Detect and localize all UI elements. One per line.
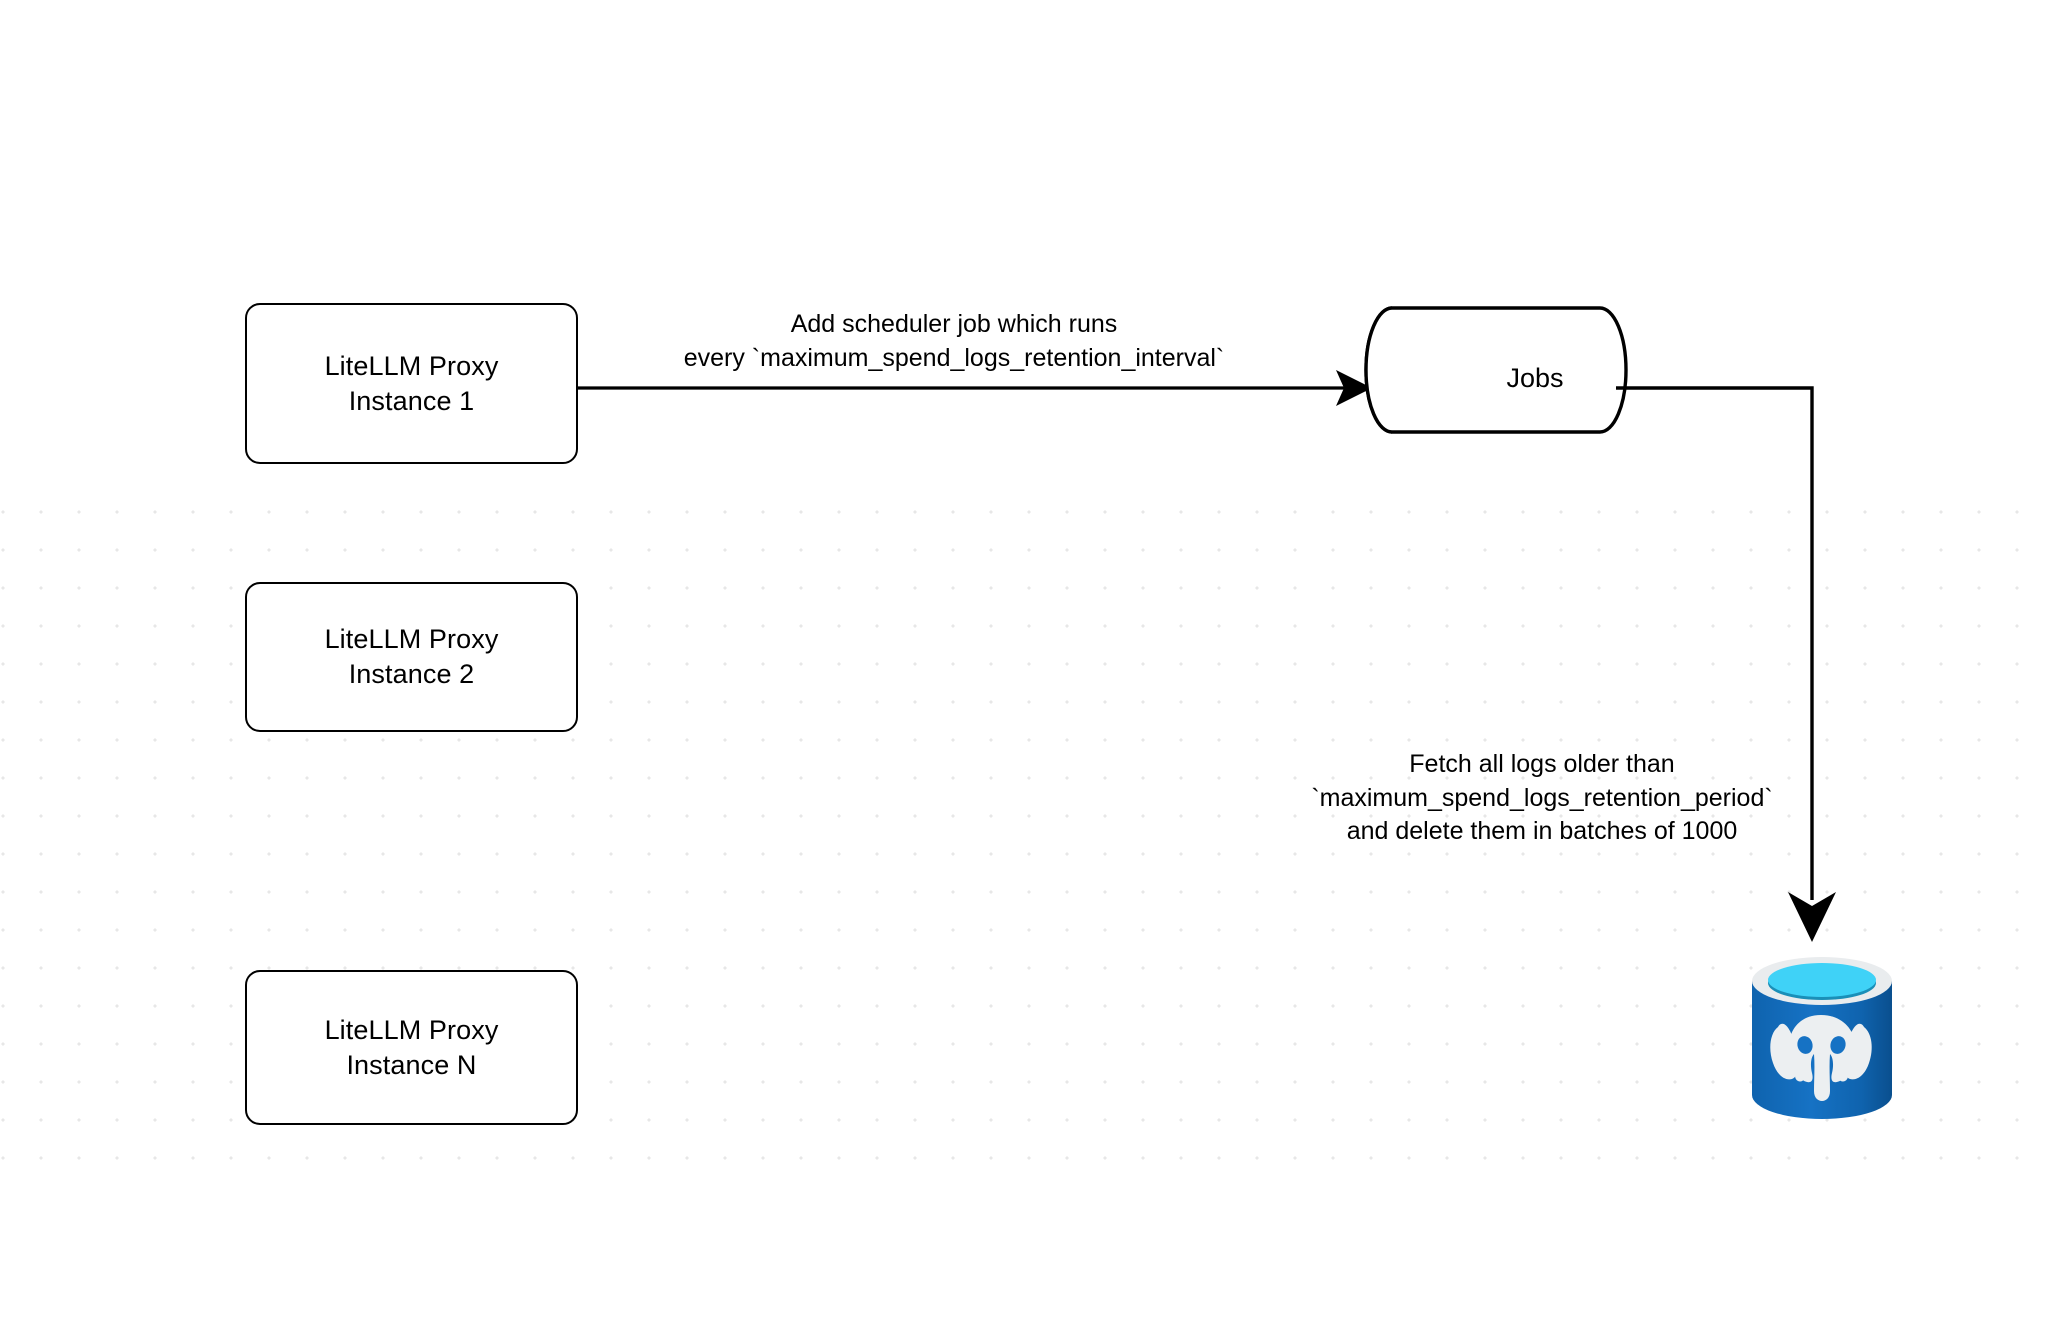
node-litellm-proxy-instance-1[interactable]: LiteLLM Proxy Instance 1 — [245, 303, 578, 464]
edge-label-line3: and delete them in batches of 1000 — [1346, 817, 1738, 845]
node-label-line1: LiteLLM Proxy — [324, 350, 499, 381]
db-top-surface — [1768, 963, 1876, 997]
node-label-line2: Instance 1 — [348, 385, 475, 416]
node-label-line1: LiteLLM Proxy — [324, 1014, 499, 1045]
postgresql-database-icon — [1752, 957, 1892, 1119]
node-label-line2: Instance 2 — [348, 659, 475, 689]
edge-label-line1: Fetch all logs older than — [1409, 750, 1675, 778]
edge-jobs-to-postgres — [1616, 386, 1836, 942]
node-litellm-proxy-instance-2[interactable]: LiteLLM Proxy Instance 2 — [245, 582, 578, 732]
edge-label-fetch-and-delete-logs: Fetch all logs older than `maximum_spend… — [1222, 748, 1862, 849]
node-litellm-proxy-instance-n[interactable]: LiteLLM Proxy Instance N — [245, 970, 578, 1125]
elephant-eyes — [1797, 1036, 1846, 1054]
node-jobs-label: Jobs — [1506, 363, 1564, 393]
node-label-line1: LiteLLM Proxy — [324, 624, 499, 655]
edge-proxy1-to-jobs — [578, 370, 1372, 406]
edge-label-line2: every `maximum_spend_logs_retention_inte… — [683, 343, 1225, 372]
node-label-line2: Instance N — [346, 1049, 477, 1080]
edge-label-line2: `maximum_spend_logs_retention_period` — [1311, 783, 1773, 812]
elephant-tusks — [1795, 1068, 1848, 1082]
edge-label-add-scheduler-job: Add scheduler job which runs every `maxi… — [604, 308, 1304, 375]
edge-label-line1: Add scheduler job which runs — [790, 310, 1118, 338]
